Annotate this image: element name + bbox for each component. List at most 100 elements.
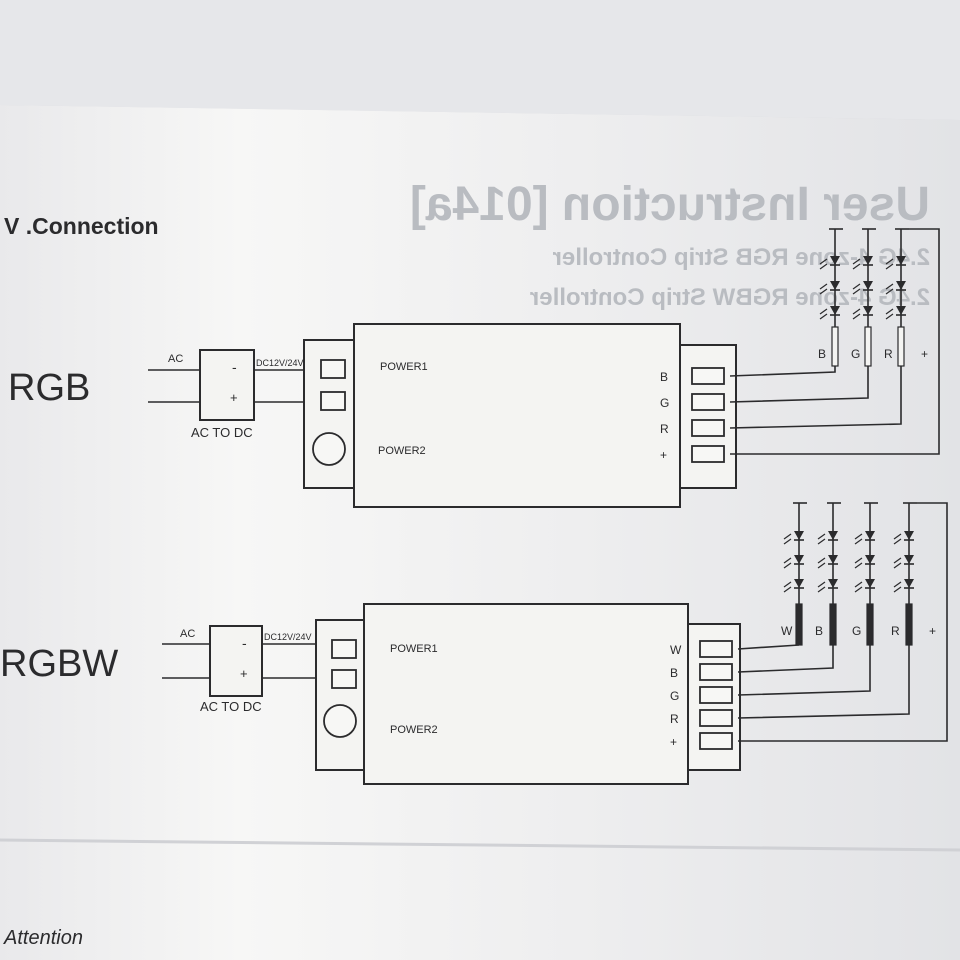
rgb-diagram: RGB AC - + AC TO DC DC12V/24V POWER1 POW… — [8, 228, 940, 508]
rgb-r-3-led — [885, 306, 906, 320]
rgb-power1-label: POWER1 — [380, 361, 428, 373]
rgb-plus-label: + — [230, 390, 238, 405]
rgbw-plus-label: + — [240, 666, 248, 681]
rgb-led-string-b — [819, 228, 843, 367]
rgb-output-terminal-b — [691, 367, 725, 385]
rgb-power2-label: POWER2 — [378, 445, 426, 457]
rgb-converter-label: AC TO DC — [191, 425, 253, 440]
rgb-strip-label-plus: + — [921, 347, 928, 361]
rgbw-strip-label-b: B — [815, 624, 823, 638]
rgbw-output-label-r: R — [670, 712, 679, 726]
rgbw-diagram: RGBW AC - + AC TO DC DC12V/24V POWER1 PO… — [0, 502, 948, 785]
rgbw-output-terminal-r — [699, 709, 733, 727]
attention-heading: Attention — [3, 927, 83, 949]
rgbw-controller-body — [363, 603, 689, 785]
rgb-power-jack — [312, 432, 346, 466]
rgb-b-2-led — [819, 281, 840, 295]
rgbw-led-string-g — [854, 502, 878, 646]
rgbw-resistor-w — [795, 603, 803, 646]
rgb-dc-label: DC12V/24V — [256, 358, 304, 368]
rgb-label: RGB — [8, 367, 90, 409]
rgbw-resistor-r — [905, 603, 913, 646]
rgb-r-2-led — [885, 281, 906, 295]
rgbw-power2-label: POWER2 — [390, 724, 438, 736]
rgbw-minus-label: - — [242, 635, 247, 651]
rgb-wire-plus — [730, 228, 940, 455]
rgbw-output-terminal-b — [699, 663, 733, 681]
rgbw-g-2-led — [854, 555, 875, 569]
rgb-wire-r — [729, 366, 902, 429]
rgb-b-3-led — [819, 306, 840, 320]
rgb-g-3-led — [852, 306, 873, 320]
rgbw-output-label-plus: + — [670, 735, 677, 749]
rgbw-output-label-b: B — [670, 666, 678, 680]
rgb-b-1-led — [819, 256, 840, 270]
rgbw-wire-r — [737, 645, 910, 719]
rgb-controller-body — [353, 323, 681, 508]
rgbw-output-terminal-plus — [699, 732, 733, 750]
rgb-strip-label-b: B — [818, 347, 826, 361]
rgbw-b-1-led — [817, 531, 838, 545]
back-sheet — [0, 0, 960, 120]
rgbw-led-string-b — [817, 502, 841, 646]
rgbw-strip-label-w: W — [781, 624, 793, 638]
rgbw-b-3-led — [817, 579, 838, 593]
rgbw-output-label-w: W — [670, 643, 682, 657]
rgbw-g-1-led — [854, 531, 875, 545]
rgbw-led-string-r — [893, 502, 917, 646]
rgb-resistor-g — [864, 326, 872, 367]
rgbw-ac-label: AC — [180, 628, 195, 640]
rgbw-wire-b — [737, 645, 834, 673]
rgb-strip-label-r: R — [884, 347, 893, 361]
rgbw-output-terminal-w — [699, 640, 733, 658]
rgbw-power-jack — [323, 704, 357, 738]
rgb-power-terminal-2 — [320, 391, 346, 411]
rgb-led-string-r — [885, 228, 909, 367]
ghost-line-1: 2.4G 4-zone RGB Strip Controller — [553, 244, 930, 271]
rgb-output-label-r: R — [660, 422, 669, 436]
rgbw-dc-label: DC12V/24V — [264, 632, 312, 642]
paper-fold — [0, 838, 960, 852]
rgbw-r-1-led — [893, 531, 914, 545]
rgbw-power-terminal-1 — [331, 639, 357, 659]
rgbw-resistor-g — [866, 603, 874, 646]
rgbw-w-3-led — [783, 579, 804, 593]
rgb-output-terminal-plus — [691, 445, 725, 463]
rgbw-r-3-led — [893, 579, 914, 593]
rgbw-b-2-led — [817, 555, 838, 569]
rgbw-power1-label: POWER1 — [390, 643, 438, 655]
rgbw-wire-g — [737, 645, 871, 696]
rgb-r-1-led — [885, 256, 906, 270]
rgb-resistor-b — [831, 326, 839, 367]
rgb-strip-label-g: G — [851, 347, 860, 361]
rgbw-strip-label-plus: + — [929, 624, 936, 638]
rgb-g-2-led — [852, 281, 873, 295]
rgb-power-terminal-1 — [320, 359, 346, 379]
rgb-ac-dc-converter — [199, 349, 255, 421]
rgbw-strip-label-g: G — [852, 624, 861, 638]
section-title: V .Connection — [4, 213, 159, 239]
rgbw-ac-dc-converter — [209, 625, 263, 697]
rgbw-wire-w — [737, 644, 800, 650]
rgbw-g-3-led — [854, 579, 875, 593]
ghost-title: User Instruction [014a] — [410, 178, 930, 231]
rgb-output-label-g: G — [660, 396, 669, 410]
rgb-g-1-led — [852, 256, 873, 270]
rgbw-power-terminal-2 — [331, 669, 357, 689]
rgbw-r-2-led — [893, 555, 914, 569]
rgbw-led-string-w — [783, 502, 807, 646]
rgbw-resistor-b — [829, 603, 837, 646]
rgb-output-block — [679, 344, 737, 489]
rgb-output-label-plus: + — [660, 448, 667, 462]
rgbw-converter-label: AC TO DC — [200, 699, 262, 714]
rgb-output-label-b: B — [660, 370, 668, 384]
rgb-led-string-g — [852, 228, 876, 367]
rgb-output-terminal-r — [691, 419, 725, 437]
rgb-minus-label: - — [232, 359, 237, 375]
rgb-output-terminal-g — [691, 393, 725, 411]
rgbw-strip-label-r: R — [891, 624, 900, 638]
rgbw-w-2-led — [783, 555, 804, 569]
rgbw-output-label-g: G — [670, 689, 679, 703]
